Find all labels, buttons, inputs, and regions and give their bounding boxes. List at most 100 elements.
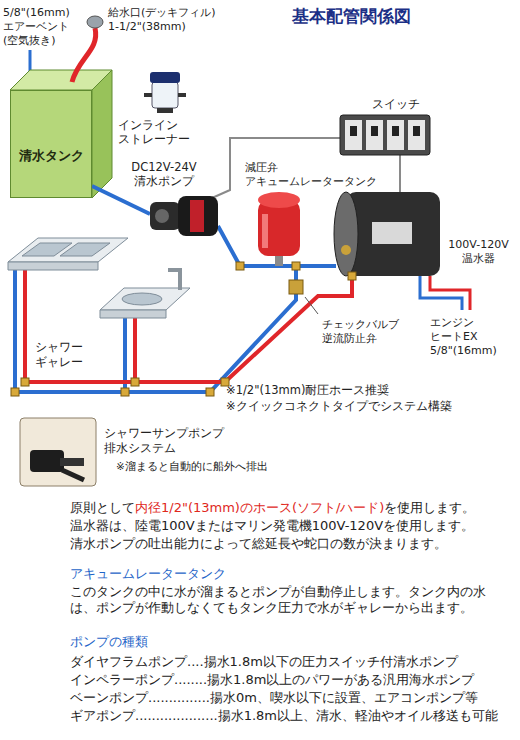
hot-water-pipe bbox=[133, 318, 137, 382]
shower-sink bbox=[100, 270, 190, 318]
switch-wire bbox=[399, 155, 401, 192]
cold-water-pipe bbox=[15, 266, 296, 392]
inline-strainer bbox=[157, 108, 173, 113]
brass-fitting bbox=[292, 262, 300, 270]
section-heading: アキュームレータータンク bbox=[70, 566, 226, 582]
callout-label: 100V-120V 温水器 bbox=[445, 238, 512, 266]
note-text: ※溜まると自動的に船外へ排出 bbox=[116, 460, 268, 473]
diagram-title: 基本配管関係図 bbox=[292, 6, 411, 27]
water-heater bbox=[341, 245, 351, 255]
galley-sink bbox=[8, 262, 98, 270]
shower-sink bbox=[100, 288, 190, 310]
fresh-water-pump bbox=[150, 196, 218, 236]
shower-sink bbox=[122, 293, 162, 305]
water-heater bbox=[334, 192, 358, 276]
check-valve bbox=[305, 297, 318, 314]
brass-fitting bbox=[206, 388, 214, 396]
note-text: ※1/2"(13mm)耐圧ホース推奨 bbox=[226, 383, 389, 397]
callout-label: シャワー ギャレー bbox=[35, 340, 89, 370]
inline-strainer bbox=[152, 82, 178, 108]
shower-sink bbox=[100, 310, 166, 318]
table-row: ダイヤフラムポンプ....揚水1.8m以下の圧力スイッチ付清水ポンプ bbox=[70, 654, 458, 670]
inline-strainer bbox=[150, 72, 180, 83]
body-text: 原則として bbox=[70, 500, 135, 516]
cold-water-pipe bbox=[92, 186, 150, 214]
switch-panel bbox=[340, 115, 430, 155]
water-heater bbox=[346, 192, 440, 276]
galley-sink bbox=[8, 238, 128, 270]
dimension-label: 5/8"(16mm) エアーベント (空気抜き) bbox=[3, 6, 76, 47]
sump-pump-box bbox=[60, 458, 84, 466]
switch-panel bbox=[387, 120, 404, 150]
cold-water-pipe bbox=[15, 186, 336, 392]
body-text: 清水ポンプの吐出能力によって総延長や蛇口の数が決まります。 bbox=[70, 536, 447, 552]
switch-panel bbox=[340, 115, 430, 155]
sump-pump-box bbox=[20, 418, 96, 486]
check-valve bbox=[289, 280, 303, 294]
brass-fitting bbox=[236, 262, 244, 270]
accumulator-tank bbox=[258, 192, 300, 208]
sump-pump-box bbox=[62, 470, 84, 480]
tank-box: 清水タンク bbox=[10, 90, 92, 198]
accumulator-tank bbox=[262, 214, 268, 248]
switch-panel bbox=[371, 126, 378, 136]
brass-fitting bbox=[11, 262, 356, 396]
fresh-water-pump bbox=[178, 196, 218, 236]
accumulator-tank bbox=[258, 200, 300, 256]
engine-heat-exchanger-lines bbox=[420, 276, 470, 310]
engine-heat-exchanger-lines bbox=[420, 276, 462, 310]
switch-panel bbox=[413, 126, 420, 136]
inline-strainer bbox=[144, 72, 186, 113]
switch-panel bbox=[408, 120, 425, 150]
sump-pump-box bbox=[20, 418, 96, 486]
deck-fill-hose bbox=[72, 16, 103, 82]
switch-panel bbox=[345, 120, 362, 150]
note-text: ※クイックコネクトタイプでシステム構築 bbox=[226, 399, 452, 413]
table-row: ベーンポンプ...............揚水0m、喫水以下に設置、エアコンポン… bbox=[70, 690, 478, 706]
node-text: 清水タンク bbox=[19, 147, 84, 165]
section-heading: ポンプの種類 bbox=[70, 634, 148, 650]
callout-label: エンジン ヒートEX 5/8"(16mm) bbox=[430, 316, 503, 357]
brass-fitting bbox=[11, 388, 19, 396]
table-row: インペラーポンプ........揚水1.8m以上のパワーがある汎用海水ポンプ bbox=[70, 672, 474, 688]
deck-fill-hose bbox=[87, 16, 103, 28]
callout-label: DC12V-24V 清水ポンプ bbox=[128, 160, 200, 189]
galley-sink bbox=[8, 238, 128, 262]
table-row: ギアポンプ....................揚水1.8m以上、清水、軽油や… bbox=[70, 708, 498, 724]
water-tank bbox=[10, 70, 112, 198]
switch-panel bbox=[366, 120, 383, 150]
hot-water-pipe bbox=[25, 270, 352, 382]
fresh-water-pump bbox=[155, 209, 169, 223]
body-text: を使用します。 bbox=[384, 500, 475, 516]
brass-fitting bbox=[21, 378, 29, 386]
brass-fitting bbox=[348, 272, 356, 280]
shower-sink bbox=[168, 270, 180, 290]
engine-heat-exchanger-lines bbox=[430, 276, 470, 310]
fresh-water-pump bbox=[190, 200, 204, 232]
check-valve bbox=[289, 280, 318, 314]
switch-panel bbox=[350, 126, 357, 136]
callout-label: スイッチ bbox=[372, 97, 420, 112]
callout-label: 減圧弁 アキュームレータータンク bbox=[245, 161, 383, 189]
hot-water-pipe bbox=[25, 270, 352, 382]
callout-label: チェックバルブ 逆流防止弁 bbox=[322, 318, 405, 346]
body-text: このタンクの中に水が溜まるとポンプが自動停止します。タンク内の水は、ポンプが作動… bbox=[70, 584, 490, 617]
sump-pump-box bbox=[30, 450, 64, 472]
brass-fitting bbox=[131, 378, 139, 386]
emphasis-text: 内径1/2"(13mm)のホース(ソフト/ハード) bbox=[135, 500, 384, 516]
fresh-water-pump bbox=[150, 202, 180, 230]
body-text: 温水器は、陸電100Vまたはマリン発電機100V-120Vを使用します。 bbox=[70, 518, 474, 534]
inline-strainer bbox=[144, 93, 152, 97]
brass-fitting bbox=[121, 388, 129, 396]
callout-label: インライン ストレーナー bbox=[118, 118, 196, 147]
callout-label: シャワーサンプポンプ 排水システム bbox=[104, 426, 230, 456]
galley-sink bbox=[60, 243, 110, 256]
switch-panel bbox=[392, 126, 399, 136]
water-heater bbox=[334, 192, 440, 276]
accumulator-tank bbox=[258, 192, 300, 266]
callout-label: 給水口(デッキフィル) 1-1/2"(38mm) bbox=[108, 6, 222, 34]
deck-fill-hose bbox=[72, 28, 96, 82]
water-heater bbox=[372, 222, 412, 244]
inline-strainer bbox=[178, 93, 186, 97]
water-tank bbox=[92, 70, 112, 198]
